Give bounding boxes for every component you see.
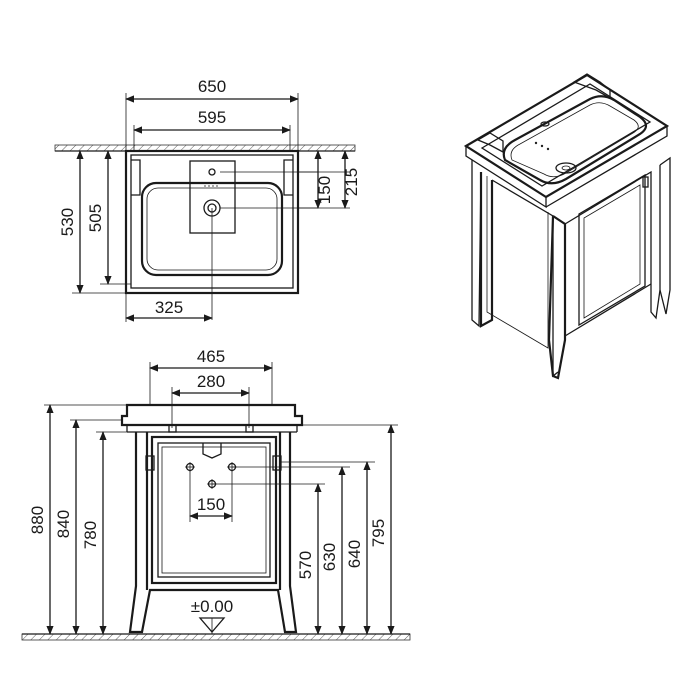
plan-view: 650 595 530 505 150 215 325 [54,77,361,322]
dim-height-840: 840 [54,510,73,538]
plan-basin [124,149,318,320]
dim-overall-depth: 530 [58,208,77,236]
dim-height-640: 640 [345,540,364,568]
dim-height-630: 630 [320,543,339,571]
front-view: 465 280 150 ±0.00 880 840 780 570 630 [21,347,411,641]
dim-tap-offset-215: 215 [342,168,361,196]
dim-overall-width: 650 [198,77,226,96]
dim-height-780: 780 [81,521,100,549]
dim-height-795: 795 [369,519,388,547]
dim-inner-width: 595 [198,108,226,127]
front-floor-hatch [21,633,411,641]
dim-tap-offset-150: 150 [315,176,334,204]
isometric-view [463,73,671,380]
dim-height-880: 880 [28,506,47,534]
dim-bracket-width: 465 [197,347,225,366]
dim-inner-depth: 505 [86,204,105,232]
dim-height-570: 570 [296,551,315,579]
floor-level-label: ±0.00 [191,597,233,616]
dim-fixing-width: 280 [197,372,225,391]
dim-waste-spacing: 150 [197,495,225,514]
dim-waste-offset: 325 [155,298,183,317]
